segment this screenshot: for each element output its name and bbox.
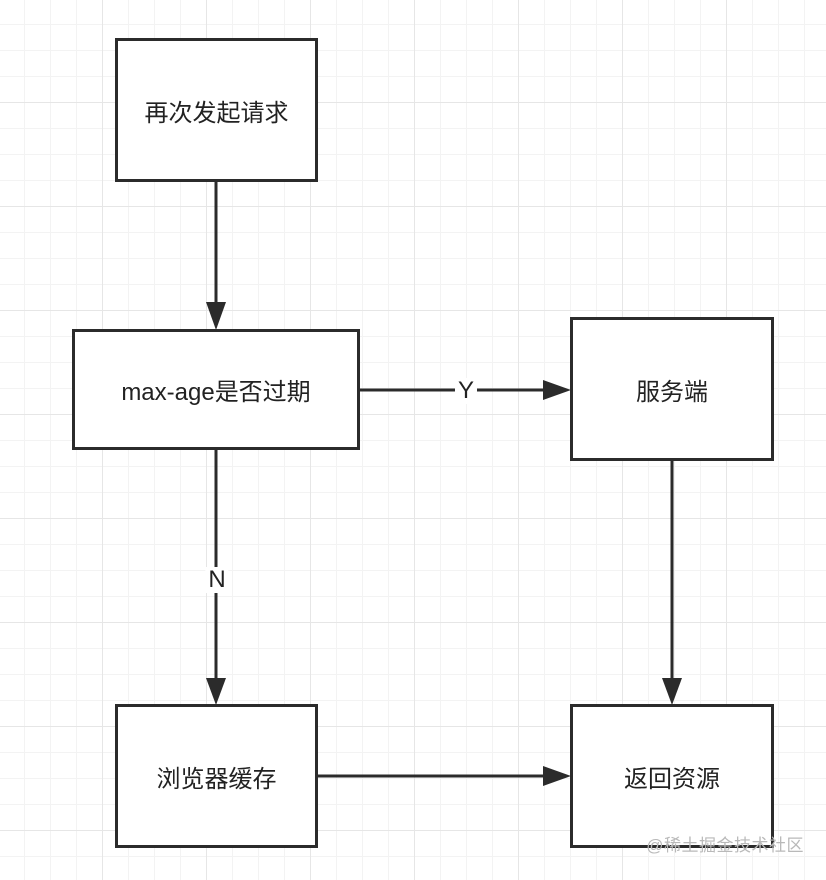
node-return-resource-label: 返回资源 [624,765,720,793]
edge-cache-to-result [318,766,571,786]
node-request[interactable]: 再次发起请求 [115,38,318,182]
node-return-resource[interactable]: 返回资源 [570,704,774,848]
edge-request-to-check [206,181,226,330]
node-request-label: 再次发起请求 [144,99,289,127]
arrowhead-icon [662,678,682,705]
edge-server-to-result [662,460,682,705]
arrowhead-icon [206,302,226,330]
edge-label-no: N [205,567,229,593]
edge-check-to-server [360,380,571,400]
node-max-age-check-label: max-age是否过期 [121,379,311,406]
edge-check-to-cache [206,449,226,705]
node-max-age-check[interactable]: max-age是否过期 [72,329,360,450]
node-browser-cache[interactable]: 浏览器缓存 [115,704,318,848]
node-browser-cache-label: 浏览器缓存 [156,765,277,793]
arrowhead-icon [206,678,226,705]
node-server-label: 服务端 [636,378,708,406]
watermark: @稀土掘金技术社区 [646,836,804,855]
arrowhead-icon [543,380,571,400]
edge-label-yes: Y [454,378,478,404]
node-server[interactable]: 服务端 [570,317,774,461]
arrowhead-icon [543,766,571,786]
